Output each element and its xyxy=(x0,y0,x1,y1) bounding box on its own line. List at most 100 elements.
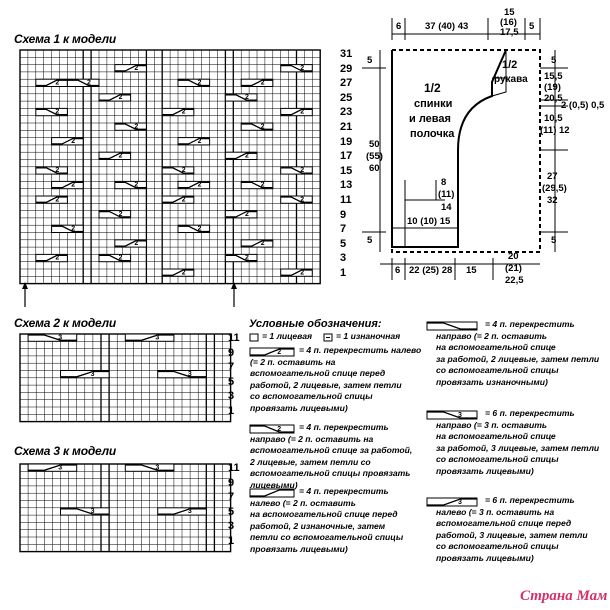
cable-stroke xyxy=(225,254,257,262)
scheme1-row-number: 27 xyxy=(340,77,353,90)
legend-line-c4left: провязать лицевыми) xyxy=(250,402,348,413)
legend-line-c4rightpurl: на вспомогательной спице xyxy=(436,342,556,352)
pattern-top-dim-4: (16) xyxy=(500,17,517,28)
cable-label: 2 xyxy=(55,80,59,87)
pattern-top-dim-3: 15 xyxy=(504,7,515,18)
cable-label: 3 xyxy=(58,334,62,341)
pattern-bottom-dim-1: 6 xyxy=(395,265,401,276)
cable-label: 2 xyxy=(198,182,202,189)
scheme1-title: Схема 1 к модели xyxy=(14,32,117,46)
legend-line-c6right: со вспомогательной спицы xyxy=(436,454,559,464)
legend-line-c4leftpurl: работой, 2 изнаночные, затем xyxy=(250,520,386,531)
cable-label: 2 xyxy=(261,182,265,189)
cable-label: 2 xyxy=(134,182,138,189)
scheme2-title: Схема 2 к модели xyxy=(14,316,117,330)
pattern-right-dim-5: 2 (0,5) 0,5 xyxy=(561,100,605,111)
scheme1-row-number: 29 xyxy=(340,62,353,75)
scheme2-row-number: 3 xyxy=(228,390,235,403)
legend-line-c4left: со вспомогательной спицы xyxy=(250,391,373,401)
cable-label: 3 xyxy=(155,464,159,471)
legend-line-c6right: провязать лицевыми) xyxy=(436,465,534,476)
pattern-right-dim-9: (29,5) xyxy=(542,183,567,194)
scheme1-row-number: 3 xyxy=(340,252,347,265)
cable-label: 2 xyxy=(71,138,75,145)
cable-stroke xyxy=(114,240,147,247)
pattern-right-dim-4: 20,5 xyxy=(544,93,563,104)
cable-label: 2 xyxy=(300,167,304,174)
cable-label: 2 xyxy=(245,255,249,262)
cable-label: 2 xyxy=(261,123,265,130)
cable-label: 2 xyxy=(245,211,249,218)
legend-line-c4left: = 4 п. перекрестить налево xyxy=(299,345,422,355)
cable-stroke xyxy=(241,240,273,247)
cable-label: 2 xyxy=(198,226,202,233)
legend-line-c4right: направо (= 2 п. оставить на xyxy=(250,433,374,444)
scheme1-row-number: 9 xyxy=(340,208,347,221)
cable-label: 2 xyxy=(119,211,123,218)
cable-stroke xyxy=(125,334,174,341)
cable-label: 3 xyxy=(188,508,192,515)
scheme1-row-number: 17 xyxy=(340,150,353,163)
legend-line-c4leftpurl: провязать лицевыми) xyxy=(250,543,348,554)
legend-line-c4leftpurl: петли со вспомогательной спицы xyxy=(250,532,404,542)
cable-stroke xyxy=(241,123,273,130)
legend-line-c4right: вспомогательной спицы провязать xyxy=(250,468,411,478)
legend-line-c6left: провязать лицевыми) xyxy=(436,552,534,563)
cable-label: 2 xyxy=(87,80,91,87)
cable-label: 2 xyxy=(300,269,304,276)
scheme3-row-number: 1 xyxy=(228,535,235,547)
legend-line-c6left: со вспомогательной спицы xyxy=(436,541,559,551)
legend-line-c4right: = 4 п. перекрестить xyxy=(299,422,389,432)
pattern-left-dim-5: 5 xyxy=(367,235,373,246)
scheme1-row-number: 5 xyxy=(340,237,347,250)
cable-label: 2 xyxy=(55,255,59,262)
cable-label: 2 xyxy=(182,269,186,276)
pattern-inner-dim-2: (11) xyxy=(438,189,455,200)
cable-stroke xyxy=(51,137,84,145)
legend-line-c4rightpurl: провязать изнаночными) xyxy=(436,376,548,387)
cable-label: 2 xyxy=(55,167,59,174)
cable-label: 2 xyxy=(134,65,138,72)
legend-line-c6left: = 6 п. перекрестить xyxy=(485,495,575,505)
cable-label: 2 xyxy=(198,138,202,145)
cable-stroke xyxy=(99,210,131,218)
cable-stroke xyxy=(67,79,99,87)
cable-stroke xyxy=(250,425,294,433)
legend-line-c6right: = 6 п. перекрестить xyxy=(485,408,575,418)
cable-label: 2 xyxy=(198,80,202,87)
cable-label: 2 xyxy=(261,240,265,247)
pattern-right-dim-3: (19) xyxy=(544,82,561,93)
legend-line-knit: = 1 лицевая xyxy=(262,331,313,341)
cable-label: 2 xyxy=(300,65,304,72)
pattern-inner-dim-3: 14 xyxy=(441,202,452,213)
cable-label: 3 xyxy=(458,499,462,506)
scheme1-row-number: 7 xyxy=(340,223,347,236)
pattern-left-dim-3: (55) xyxy=(366,151,383,162)
scheme2-row-number: 5 xyxy=(228,375,235,388)
pattern-inner-dim-1: 8 xyxy=(441,177,447,188)
legend-line-purl: = 1 изнаночная xyxy=(336,331,401,341)
cable-stroke xyxy=(99,152,131,160)
cable-stroke xyxy=(35,108,68,116)
cable-label: 2 xyxy=(134,123,138,130)
cable-label: 3 xyxy=(458,412,462,419)
cable-stroke xyxy=(178,181,210,189)
pattern-label-half-sleeve: 1/2 xyxy=(502,59,518,71)
cable-stroke xyxy=(28,334,77,341)
legend-line-c6right: за работой, 3 лицевые, затем петли xyxy=(436,442,600,453)
pattern-top-dim-1: 6 xyxy=(396,21,402,32)
cable-label: 2 xyxy=(182,109,186,116)
cable-label: 2 xyxy=(119,153,123,160)
cable-label: 2 xyxy=(55,196,59,203)
cable-label: 2 xyxy=(277,349,281,356)
cable-stroke xyxy=(241,79,273,87)
cable-stroke xyxy=(35,79,68,87)
pattern-bottom-dim-2: 22 (25) 28 xyxy=(409,265,453,276)
cable-stroke xyxy=(125,464,174,471)
scheme2-row-number: 11 xyxy=(228,332,240,344)
pattern-label-and-left: и левая xyxy=(409,113,451,125)
cable-stroke xyxy=(280,108,313,116)
cable-stroke xyxy=(225,94,257,101)
